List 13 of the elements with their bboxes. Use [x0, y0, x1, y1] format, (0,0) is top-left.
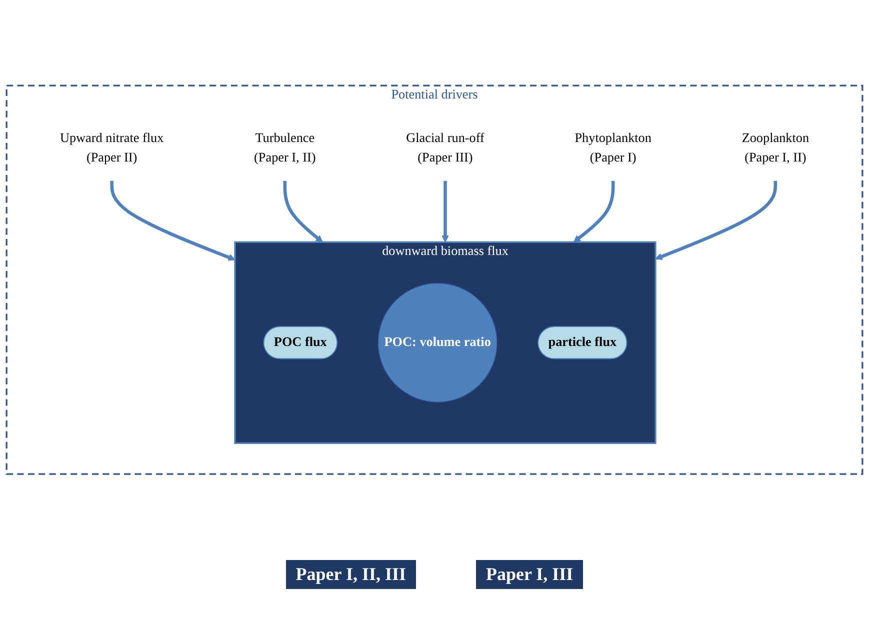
node-text: Glacial run-off (Paper III) [406, 131, 484, 166]
node-circle: POC: volume ratio [378, 282, 498, 403]
node-text: Turbulence (Paper I, II) [254, 131, 316, 166]
paper-reference: Paper I, III [476, 560, 584, 589]
node-text: Zooplankton (Paper I, II) [742, 131, 810, 166]
node-text: Upward nitrate flux (Paper II) [60, 131, 164, 166]
arrow [110, 180, 236, 261]
arrow [573, 180, 615, 243]
arrow [442, 180, 449, 243]
arrow [655, 180, 778, 260]
paper-reference: Paper I, II, III [286, 560, 416, 589]
node-text: Phytoplankton (Paper I) [574, 131, 652, 166]
arrow [283, 180, 323, 243]
